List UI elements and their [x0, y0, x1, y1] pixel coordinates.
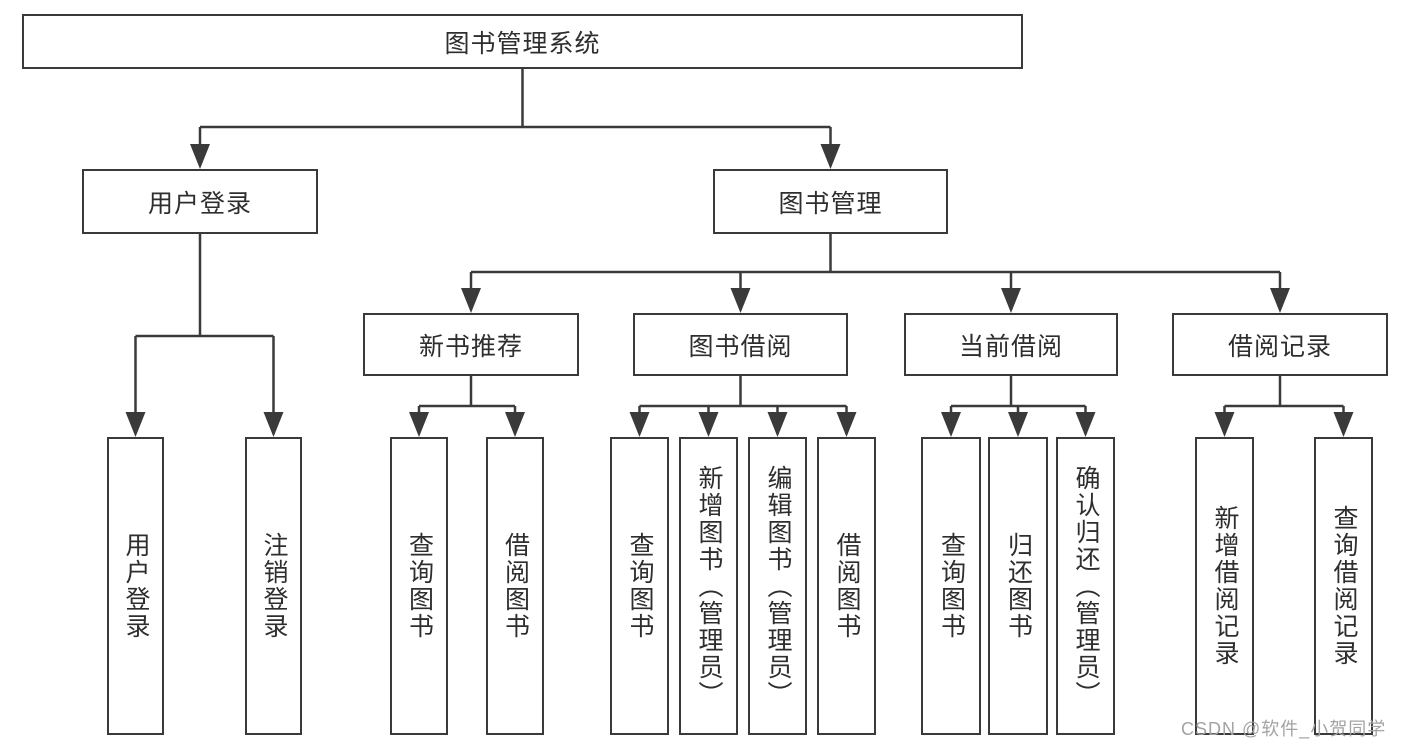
- arrowhead-leaf-add-record: [1214, 412, 1235, 437]
- connector-bookborrow-to-leaves: [638, 376, 848, 434]
- node-current-borrowing: 当前借阅: [904, 313, 1118, 376]
- connector-userlogin-to-leaves: [134, 234, 275, 434]
- leaf-add-borrow-record: 新增借阅记录: [1195, 437, 1254, 735]
- leaf-query-books-3: 查询图书: [921, 437, 981, 735]
- leaf-add-book-admin: 新增图书（管理员）: [679, 437, 738, 735]
- arrowhead-leaf-logout: [263, 412, 284, 437]
- leaf-edit-book-admin: 编辑图书（管理员）: [748, 437, 807, 735]
- arrowhead-new-book-recommend: [461, 288, 481, 313]
- leaf-edit-book-admin-label: 编辑图书（管理员）: [764, 464, 792, 708]
- leaf-confirm-return-admin-label: 确认归还（管理员）: [1072, 464, 1100, 708]
- node-user-login: 用户登录: [82, 169, 318, 234]
- arrowhead-book-borrowing: [730, 288, 751, 313]
- node-borrowing-records: 借阅记录: [1172, 313, 1388, 376]
- arrowheads: [125, 144, 1354, 437]
- arrowhead-leaf-query-books-2: [629, 412, 650, 437]
- arrowhead-leaf-return-books: [1008, 412, 1028, 437]
- node-new-book-recommend: 新书推荐: [363, 313, 579, 376]
- leaf-borrow-books-2: 借阅图书: [817, 437, 876, 735]
- leaf-query-borrow-record: 查询借阅记录: [1314, 437, 1373, 735]
- node-book-borrowing: 图书借阅: [633, 313, 848, 376]
- arrowhead-leaf-query-record: [1333, 412, 1354, 437]
- leaf-borrow-books-1: 借阅图书: [486, 437, 544, 735]
- leaf-query-books-2-label: 查询图书: [626, 532, 654, 640]
- leaf-logout: 注销登录: [245, 437, 302, 735]
- leaf-query-borrow-record-label: 查询借阅记录: [1330, 505, 1358, 667]
- leaf-query-books-1: 查询图书: [390, 437, 448, 735]
- node-book-management: 图书管理: [713, 169, 948, 234]
- leaf-add-book-admin-label: 新增图书（管理员）: [695, 464, 723, 708]
- connector-root-to-level2: [198, 69, 832, 166]
- arrowhead-leaf-query-books-1: [409, 412, 429, 437]
- connector-newbook-to-leaves: [417, 376, 517, 434]
- arrowhead-leaf-query-books-3: [941, 412, 961, 437]
- arrowhead-leaf-edit-book: [767, 412, 788, 437]
- arrowhead-leaf-user-login: [125, 412, 146, 437]
- arrowhead-book-management: [820, 144, 841, 169]
- arrowhead-user-login: [190, 144, 210, 169]
- leaf-return-books-label: 归还图书: [1004, 532, 1033, 640]
- leaf-confirm-return-admin: 确认归还（管理员）: [1056, 437, 1115, 735]
- leaf-query-books-2: 查询图书: [610, 437, 669, 735]
- arrowhead-borrowing-records: [1270, 288, 1290, 313]
- connector-records-to-leaves: [1223, 376, 1345, 434]
- arrowhead-leaf-add-book: [698, 412, 719, 437]
- arrowhead-leaf-borrow-books-1: [505, 412, 525, 437]
- arrowhead-current-borrowing: [1001, 288, 1021, 313]
- leaf-user-login-label: 用户登录: [122, 532, 150, 640]
- arrowhead-leaf-confirm-return: [1075, 412, 1096, 437]
- connector-bookmgmt-to-level3: [469, 234, 1282, 310]
- arrowhead-leaf-borrow-books-2: [836, 412, 857, 437]
- leaf-logout-label: 注销登录: [260, 532, 288, 640]
- node-root: 图书管理系统: [22, 14, 1023, 69]
- watermark: CSDN @软件_小贺同学: [1181, 719, 1387, 739]
- leaf-user-login: 用户登录: [107, 437, 164, 735]
- leaf-return-books: 归还图书: [988, 437, 1048, 735]
- leaf-query-books-3-label: 查询图书: [937, 532, 966, 640]
- leaf-add-borrow-record-label: 新增借阅记录: [1211, 505, 1239, 667]
- leaf-borrow-books-1-label: 借阅图书: [501, 532, 530, 640]
- leaf-borrow-books-2-label: 借阅图书: [833, 532, 861, 640]
- leaf-query-books-1-label: 查询图书: [405, 532, 434, 640]
